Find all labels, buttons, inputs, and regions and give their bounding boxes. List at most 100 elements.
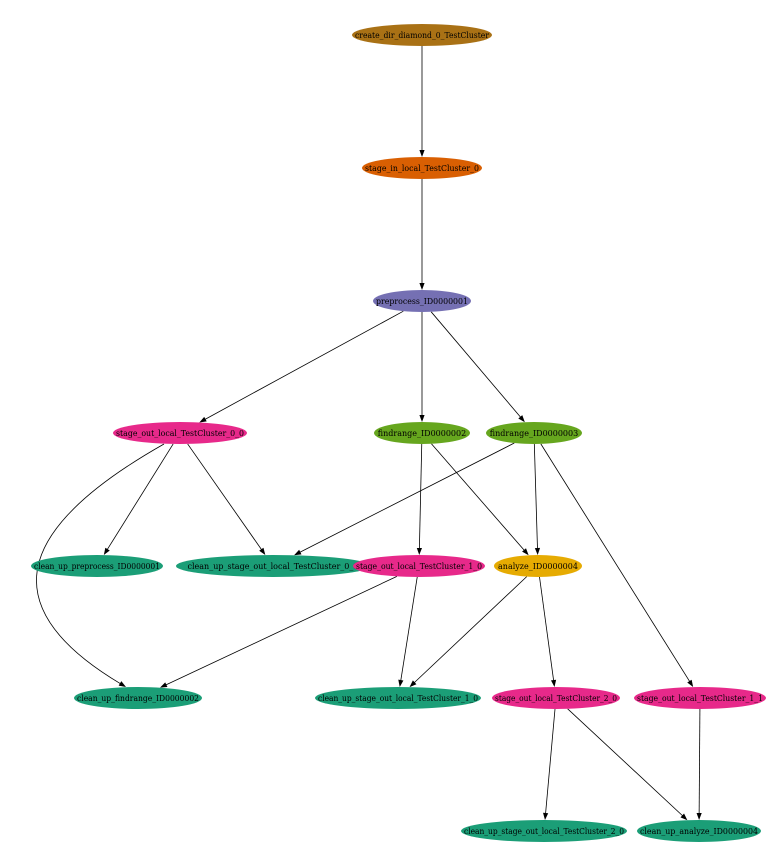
edge-analyze-to-so_2_0 (539, 576, 557, 688)
edge-line (431, 443, 525, 551)
node-ellipse (352, 24, 492, 46)
node-ellipse (31, 555, 163, 577)
edge-line (187, 443, 263, 551)
edge-create_dir-to-stage_in (419, 46, 425, 157)
node-label: create_dir_diamond_0_TestCluster (355, 31, 489, 40)
edge-line (165, 576, 398, 686)
edge-arrowhead (199, 416, 207, 423)
edge-arrowhead (398, 679, 404, 688)
node-ellipse (315, 687, 481, 709)
node-stage-in[interactable]: stage_in_local_TestCluster_0 (362, 157, 482, 179)
node-cu-findrange-2[interactable]: clean_up_findrange_ID0000002 (74, 687, 202, 709)
node-label: findrange_ID0000003 (490, 429, 578, 438)
edge-so_0_0-to-cu_preprocess (103, 443, 174, 556)
edge-so_2_0-to-cu_so_2_0 (543, 708, 556, 821)
edge-line (204, 310, 404, 420)
edge-line (539, 576, 555, 682)
node-label: clean_up_stage_out_local_TestCluster_1_0 (318, 694, 478, 703)
node-cu-analyze[interactable]: clean_up_analyze_ID0000004 (637, 820, 761, 842)
edge-arrowhead (259, 547, 266, 556)
edge-arrowhead (159, 682, 168, 688)
node-label: stage_out_local_TestCluster_1_0 (356, 562, 482, 571)
edge-line (533, 443, 538, 550)
edge-so_1_0-to-cu_so_1_0 (398, 576, 418, 688)
node-ellipse (492, 687, 620, 709)
node-label: clean_up_findrange_ID0000002 (77, 694, 199, 703)
edge-line (698, 708, 701, 815)
edge-arrowhead (416, 547, 423, 556)
node-preprocess[interactable]: preprocess_ID0000001 (373, 290, 471, 312)
node-label: stage_out_local_TestCluster_0_0 (116, 429, 244, 438)
edge-arrowhead (696, 812, 702, 820)
edge-line (430, 311, 522, 418)
edge-arrowhead (522, 548, 529, 556)
edges-layer (36, 46, 702, 821)
node-ellipse (494, 555, 582, 577)
node-analyze[interactable]: analyze_ID0000004 (494, 555, 582, 577)
edge-arrowhead (103, 547, 110, 556)
edge-line (400, 576, 418, 682)
node-cu-so-0-0[interactable]: clean_up_stage_out_local_TestCluster_0_0 (176, 555, 370, 577)
edge-arrowhead (294, 549, 302, 556)
node-create-dir[interactable]: create_dir_diamond_0_TestCluster (352, 24, 492, 46)
edge-arrowhead (419, 150, 425, 157)
edge-arrowhead (543, 812, 549, 821)
node-ellipse (113, 422, 247, 444)
node-so-2-0[interactable]: stage_out_local_TestCluster_2_0 (492, 687, 620, 709)
edge-analyze-to-cu_so_1_0 (409, 576, 527, 688)
node-label: stage_in_local_TestCluster_0 (365, 164, 479, 173)
edge-arrowhead (118, 681, 126, 687)
edge-line (413, 576, 527, 684)
edge-arrowhead (550, 679, 557, 688)
edge-findrange_2-to-so_1_0 (416, 443, 423, 556)
edge-so_2_0-to-cu_analyze (567, 708, 688, 821)
edge-line (418, 443, 423, 550)
edge-findrange_3-to-analyze (533, 443, 541, 556)
node-cu-so-1-0[interactable]: clean_up_stage_out_local_TestCluster_1_0 (315, 687, 481, 709)
node-so-1-0[interactable]: stage_out_local_TestCluster_1_0 (353, 555, 485, 577)
edge-preprocess-to-findrange_2 (419, 312, 425, 422)
node-label: stage_out_local_TestCluster_2_0 (495, 694, 617, 703)
edge-arrowhead (687, 679, 694, 688)
edge-arrowhead (518, 415, 525, 423)
node-ellipse (373, 290, 471, 312)
node-label: stage_out_local_TestCluster_1_1 (637, 694, 763, 703)
node-ellipse (461, 820, 627, 842)
node-cu-preprocess[interactable]: clean_up_preprocess_ID0000001 (31, 555, 163, 577)
node-label: preprocess_ID0000001 (376, 297, 468, 306)
edge-findrange_2-to-analyze (431, 443, 529, 556)
edge-arrowhead (534, 547, 541, 556)
edge-arrowhead (419, 283, 425, 290)
node-findrange-2[interactable]: findrange_ID0000002 (374, 422, 470, 444)
node-ellipse (176, 555, 370, 577)
edge-findrange_3-to-so_1_1 (540, 443, 694, 688)
node-label: clean_up_preprocess_ID0000001 (34, 562, 160, 571)
edge-line (540, 443, 691, 683)
node-label: clean_up_stage_out_local_TestCluster_0_0 (188, 562, 359, 571)
edge-so_0_0-to-cu_so_0_0 (187, 443, 266, 556)
node-so-1-1[interactable]: stage_out_local_TestCluster_1_1 (634, 687, 766, 709)
nodes-layer: create_dir_diamond_0_TestCluster stage_in… (31, 24, 766, 842)
edge-preprocess-to-so_0_0 (199, 310, 404, 423)
edge-stage_in-to-preprocess (419, 179, 425, 290)
node-label: clean_up_analyze_ID0000004 (640, 827, 758, 836)
node-label: findrange_ID0000002 (378, 429, 466, 438)
node-cu-so-2-0[interactable]: clean_up_stage_out_local_TestCluster_2_0 (461, 820, 627, 842)
node-label: analyze_ID0000004 (498, 562, 578, 571)
edge-so_1_0-to-cu_findrange_2 (159, 576, 398, 688)
node-ellipse (374, 422, 470, 444)
node-label: clean_up_stage_out_local_TestCluster_2_0 (464, 827, 624, 836)
edge-arrowhead (409, 680, 417, 688)
node-so-0-0[interactable]: stage_out_local_TestCluster_0_0 (113, 422, 247, 444)
node-ellipse (362, 157, 482, 179)
node-ellipse (486, 422, 582, 444)
edge-arrowhead (419, 415, 425, 422)
edge-line (567, 708, 684, 817)
node-ellipse (353, 555, 485, 577)
edge-line (299, 442, 515, 553)
edge-line (545, 708, 556, 815)
edge-line (106, 443, 174, 551)
node-findrange-3[interactable]: findrange_ID0000003 (486, 422, 582, 444)
node-ellipse (74, 687, 202, 709)
